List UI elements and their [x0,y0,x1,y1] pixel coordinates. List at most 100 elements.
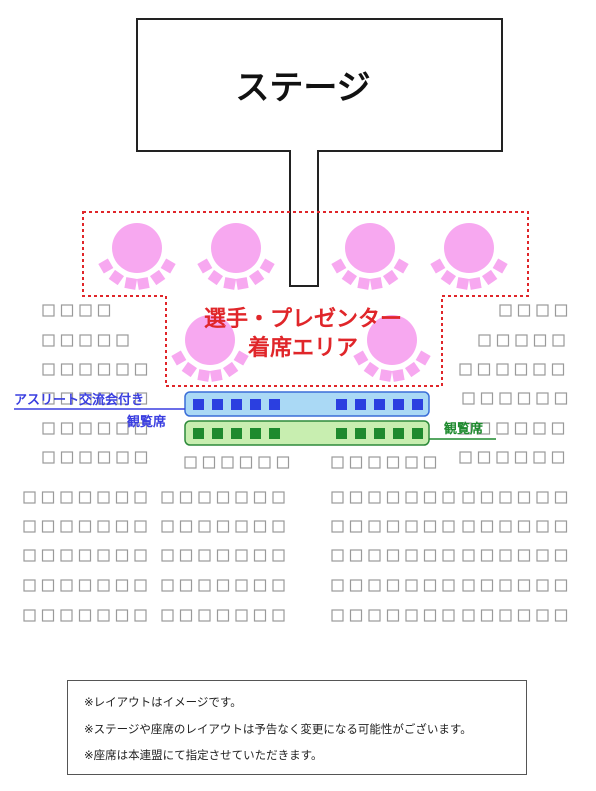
general-seat [258,456,271,469]
general-seat [60,304,74,317]
viewing-seat [250,428,261,439]
general-seat [179,609,193,622]
player-chair [223,277,237,290]
player-tables [98,223,508,382]
general-seat [42,451,55,464]
general-seat [41,579,55,592]
general-seat [405,549,418,562]
general-seat [116,392,129,405]
general-seat [78,520,92,533]
viewing-seat [193,428,204,439]
athlete-seat [269,399,280,410]
general-seat [462,549,475,562]
general-seat [253,491,267,504]
general-seat [60,549,73,562]
athlete-seat [193,399,204,410]
general-seat [423,609,437,622]
general-seat [442,579,455,592]
viewing-seat [212,428,223,439]
viewing-seat [374,428,385,439]
general-seat [42,363,55,376]
athlete-seat [212,399,223,410]
general-seat [198,549,211,562]
general-seat [134,549,147,562]
general-seat [272,609,285,622]
general-seat [442,609,455,622]
general-seat [551,422,565,435]
general-seat [423,579,437,592]
general-seat [551,363,565,376]
note-layout-change: ※ステージや座席のレイアウトは予告なく変更になる可能性がございます。 [84,722,472,736]
general-seat [551,451,565,464]
general-seat [115,609,129,622]
general-seat [202,456,216,469]
general-seat [480,579,494,592]
general-seat [462,609,475,622]
general-seat [79,422,92,435]
general-seat [97,363,111,376]
viewing-seat [393,428,404,439]
general-seat [79,334,92,347]
player-area-label-line2: 着席エリア [247,335,358,361]
general-seat [499,491,512,504]
general-seat [216,549,230,562]
general-seat [41,549,55,562]
general-seat [116,451,129,464]
athlete-seat [355,399,366,410]
general-seat [499,520,512,533]
general-seat [97,451,111,464]
general-seat [97,304,111,317]
general-seat [60,579,73,592]
general-seat [179,549,193,562]
player-chair [456,277,470,290]
general-seat [499,392,512,405]
player-chair [404,361,421,378]
general-seat [60,520,73,533]
general-seat [480,609,494,622]
table-top [444,223,494,273]
athlete-label-line2: 観覧席 [126,414,166,430]
general-seat [386,609,400,622]
general-seat [517,579,531,592]
note-seat-assignment: ※座席は本連盟にて指定させていただきます。 [84,748,323,762]
general-seat [115,491,129,504]
general-seat [368,520,381,533]
athlete-seats [193,399,423,410]
general-seat [235,520,248,533]
general-seat [386,520,400,533]
general-seat [42,304,55,317]
general-seat [79,304,92,317]
general-seat [536,579,549,592]
player-chair [430,258,446,274]
general-seat [115,549,129,562]
general-seat [221,456,234,469]
viewing-seat [269,428,280,439]
player-chair [124,277,138,290]
general-seat [536,520,549,533]
note-layout-image: ※レイアウトはイメージです。 [84,695,242,709]
player-chair [363,361,380,378]
general-seat [536,491,549,504]
general-seat [368,491,381,504]
general-seat [42,334,55,347]
player-chair [440,269,457,286]
general-seat [198,609,211,622]
general-seats [23,304,568,622]
general-seat [423,520,437,533]
general-seat [134,451,148,464]
general-seat [115,520,129,533]
general-seat [536,304,549,317]
general-seat [78,579,92,592]
general-seat [60,451,74,464]
general-seat [459,451,472,464]
general-seat [480,491,494,504]
general-seat [533,422,546,435]
general-seat [517,304,531,317]
general-seat [161,579,174,592]
general-seat [331,579,344,592]
general-seat [179,520,193,533]
general-seat [349,579,363,592]
general-seat [554,520,568,533]
player-round-table [98,223,176,290]
